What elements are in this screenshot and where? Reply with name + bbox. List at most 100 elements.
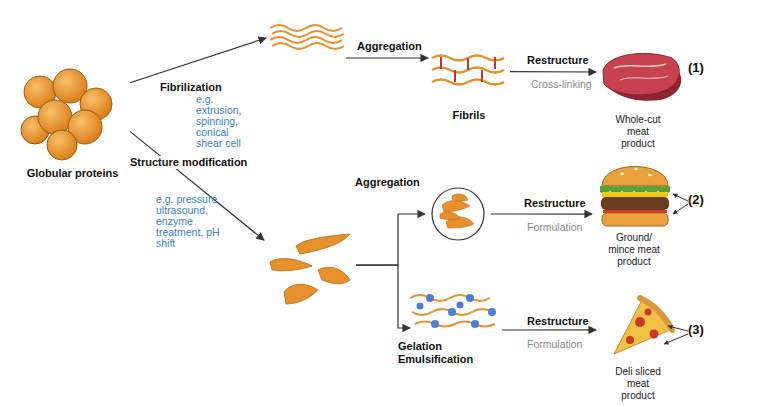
unfolded-protein	[284, 284, 318, 304]
step-label: Structure modification	[130, 156, 247, 169]
process-note: Cross-linking	[531, 78, 592, 90]
sesame-seed	[648, 174, 652, 176]
label-group: Gelation Emulsification	[398, 340, 493, 366]
fibre-strand	[272, 31, 344, 37]
aggregate-outline	[432, 188, 484, 240]
fat-marbling	[614, 64, 666, 68]
node-label: Whole-cut meat product	[609, 114, 667, 150]
pointer-arrow	[668, 326, 688, 331]
pepperoni	[650, 330, 659, 339]
aggregate-icon	[432, 188, 484, 240]
step-label: Fibrilization	[160, 81, 222, 94]
globular-protein-cluster	[21, 69, 112, 160]
process-note: Formulation	[527, 221, 582, 233]
pizza-crust	[640, 298, 672, 330]
label-group: Globular proteins	[15, 167, 130, 180]
aggregated-protein	[442, 201, 470, 212]
callout-number: (3)	[688, 322, 704, 337]
gel-strand	[415, 322, 495, 327]
meat-product: Whole-cut meat product	[596, 50, 680, 150]
step-label: Restructure	[527, 315, 589, 328]
process-note: Formulation	[527, 338, 582, 350]
flow-arrow	[491, 213, 592, 214]
callout-number: (2)	[688, 192, 704, 207]
pizza-icon	[614, 298, 672, 354]
sesame-seed	[634, 168, 638, 170]
aggregated-protein	[440, 212, 460, 220]
meat-product: Ground/ mince meat product	[592, 158, 676, 268]
flow-arrow	[356, 214, 425, 265]
unfolded-protein	[296, 234, 350, 254]
pepperoni	[626, 336, 634, 344]
oil-droplet	[466, 294, 474, 302]
burger-icon	[600, 167, 670, 227]
oil-droplet	[448, 308, 456, 316]
protein-sphere	[38, 100, 72, 134]
flow-arrow	[356, 265, 410, 328]
protein-sphere	[47, 130, 77, 160]
gel-strand	[410, 295, 490, 301]
node-label: Deli sliced meat product	[609, 366, 667, 402]
node-label: Fibrils	[428, 109, 510, 122]
oil-droplet	[426, 294, 434, 302]
oil-droplet	[431, 320, 439, 328]
gel-strand	[412, 309, 492, 315]
fibre-strand	[272, 43, 344, 49]
patty	[601, 197, 669, 210]
gel-network	[410, 294, 496, 328]
pizza-slice	[614, 300, 670, 354]
aggregated-protein	[452, 194, 468, 201]
cross-link	[440, 57, 442, 69]
node-label: Aggregation	[355, 176, 427, 189]
bun-top	[602, 167, 668, 187]
flow-arrow	[502, 329, 596, 330]
node-label: Gelation Emulsification	[398, 340, 493, 366]
cross-link	[494, 57, 496, 69]
fibril-strand	[432, 80, 504, 85]
protein-cluster: Globular proteins	[15, 72, 130, 180]
cross-link	[467, 58, 469, 70]
flow-arrow	[346, 57, 428, 58]
pointer-arrows	[664, 194, 688, 344]
meat-product: Deli sliced meat product	[596, 296, 680, 402]
oil-droplet	[417, 303, 424, 310]
unfolded-proteins	[270, 234, 350, 304]
node-label: Ground/ mince meat product	[605, 232, 663, 268]
fibril-bundle	[432, 56, 504, 85]
cross-link	[454, 70, 456, 82]
pointer-arrow	[673, 204, 688, 214]
flow-arrow	[510, 71, 596, 73]
fat-marbling	[620, 76, 668, 80]
fibre-strands	[270, 25, 344, 49]
label-group: Deli sliced meat product	[609, 366, 667, 402]
steak-top	[603, 54, 679, 95]
oil-droplet	[488, 308, 496, 316]
example-note: e.g. extrusion, spinning, conical shear …	[196, 94, 254, 149]
step-label: Aggregation	[357, 40, 422, 53]
label-group: Aggregation	[355, 176, 427, 189]
aggregate-circle: Aggregation	[425, 186, 491, 242]
flow-arrow	[130, 38, 266, 83]
bun-bottom	[602, 213, 668, 226]
label-group: Ground/ mince meat product	[605, 232, 663, 268]
pepperoni	[635, 317, 645, 327]
step-label: Restructure	[524, 197, 586, 210]
label-group: Whole-cut meat product	[609, 114, 667, 150]
callout-number: (1)	[688, 60, 704, 75]
unfolded-protein	[318, 267, 350, 284]
oil-droplet	[471, 320, 479, 328]
node-label: Globular proteins	[15, 167, 130, 180]
pointer-arrow	[664, 334, 688, 344]
label-group: Fibrils	[428, 109, 510, 122]
fibre-strands	[266, 22, 346, 62]
gel-network: Gelation Emulsification	[410, 285, 502, 335]
step-label: Restructure	[527, 54, 589, 67]
unfolded-proteins	[264, 230, 356, 308]
pepperoni	[645, 309, 652, 316]
steak-icon	[603, 54, 681, 101]
fibril-bundle: Fibrils	[428, 48, 510, 122]
sesame-seed	[620, 173, 624, 175]
